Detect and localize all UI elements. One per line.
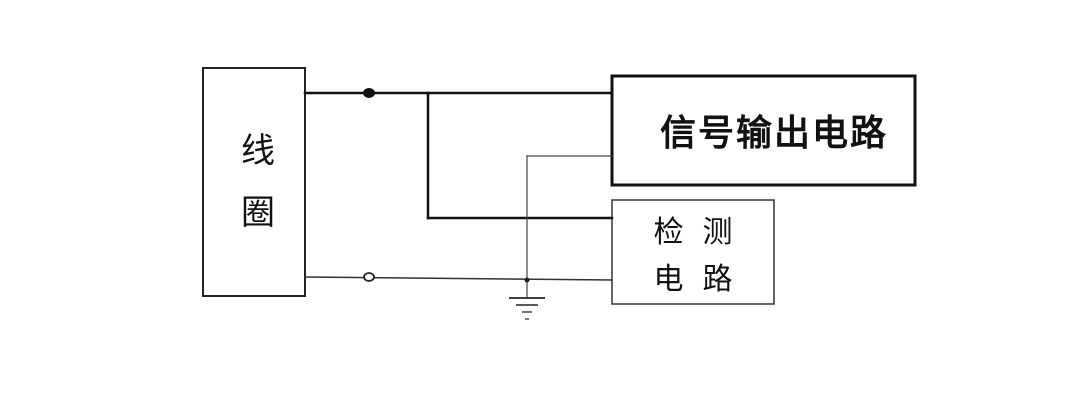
signal-output-box (610, 74, 917, 187)
signal-output-label: 信号输出电路 (660, 113, 888, 154)
ground-icon (509, 297, 545, 320)
detection-box (611, 199, 775, 305)
coil-box (202, 67, 306, 297)
coil-label-2: 圈 (241, 193, 275, 233)
signal-output-block: 信号输出电路 (610, 74, 917, 187)
junction-dot (524, 277, 530, 283)
coil-label-1: 线 (241, 131, 275, 171)
terminals (363, 88, 530, 283)
detection-label-2: 电 路 (653, 262, 732, 297)
wires (303, 91, 614, 299)
bottom-wire (304, 276, 613, 281)
detection-block: 检 测 电 路 (611, 199, 775, 305)
terminal-dot (363, 88, 375, 98)
terminal-open (363, 272, 375, 282)
coil-block: 线 圈 (202, 67, 306, 297)
detection-label-1: 检 测 (653, 215, 732, 250)
